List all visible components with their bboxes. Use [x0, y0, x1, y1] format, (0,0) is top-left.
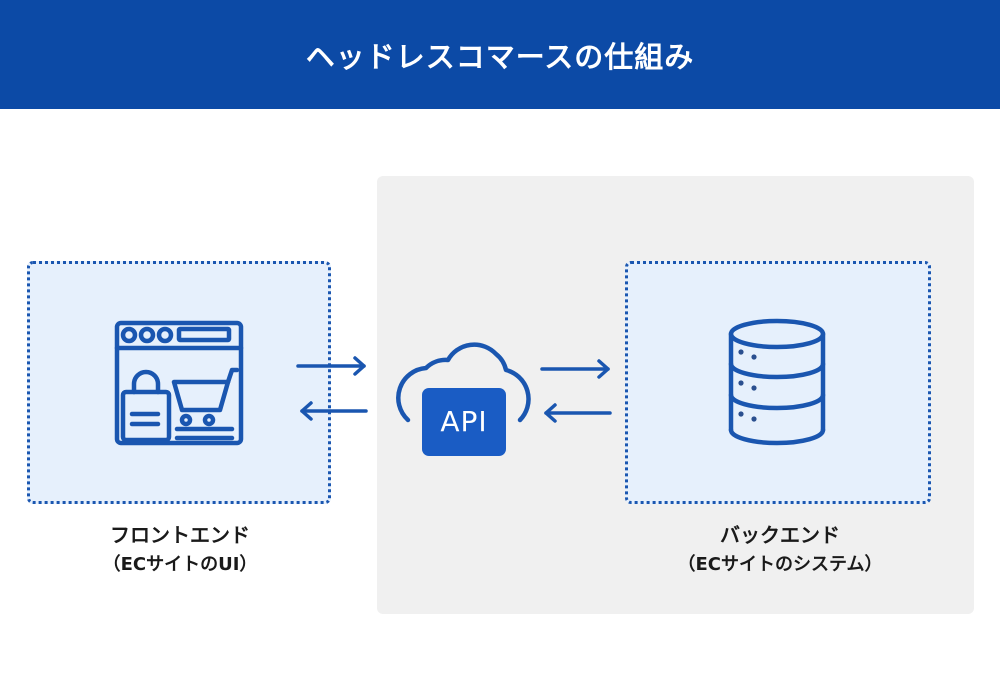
arrow-frontend-to-api: [296, 356, 366, 376]
backend-box: [625, 261, 931, 504]
backend-title: バックエンド: [720, 523, 840, 547]
ecommerce-browser-icon: [114, 320, 244, 446]
backend-subtitle: （ECサイトのシステム）: [677, 554, 883, 575]
cloud-api-icon: [396, 342, 531, 456]
api-label: API: [440, 405, 488, 438]
frontend-subtitle: （ECサイトのUI）: [102, 554, 258, 575]
frontend-label: フロントエンド （ECサイトのUI）: [40, 520, 320, 580]
arrow-api-to-frontend: [300, 401, 368, 421]
backend-label: バックエンド （ECサイトのシステム）: [630, 520, 930, 580]
frontend-title: フロントエンド: [110, 523, 250, 547]
page-title: ヘッドレスコマースの仕組み: [305, 39, 695, 74]
header-bar: ヘッドレスコマースの仕組み: [0, 0, 1000, 109]
arrow-api-to-backend: [540, 359, 610, 379]
database-icon: [728, 318, 826, 446]
arrow-backend-to-api: [544, 403, 612, 423]
